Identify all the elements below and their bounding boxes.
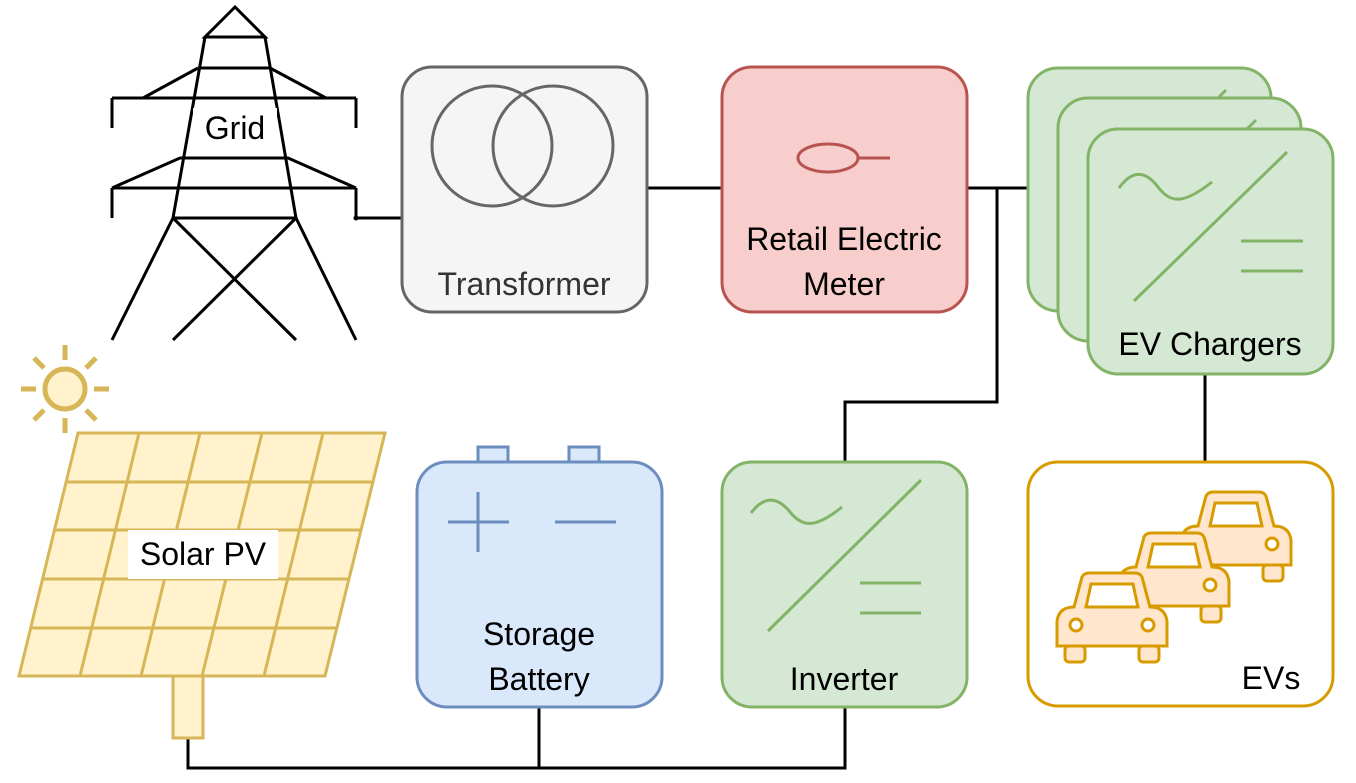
- transformer-box: [400, 65, 649, 314]
- ev-chargers-node: EV Chargers: [1026, 66, 1335, 376]
- meter-node: Retail Electric Meter: [720, 65, 969, 314]
- inverter-node: Inverter: [720, 460, 969, 709]
- solar-pv-node: Solar PV: [17, 431, 387, 740]
- solar-pv-label: Solar PV: [140, 536, 267, 572]
- meter-label-line1: Retail Electric: [746, 221, 942, 257]
- meter-box: [720, 65, 969, 314]
- ev-chargers-label: EV Chargers: [1118, 326, 1301, 362]
- grid-tower: Grid: [110, 4, 359, 342]
- evs-label: EVs: [1242, 660, 1301, 696]
- wire-dc-bus: [186, 706, 847, 770]
- inverter-box: [720, 460, 969, 709]
- car-icon: [1117, 531, 1231, 624]
- battery-label-line1: Storage: [483, 616, 595, 652]
- ac-dc-converter-icon: [1117, 150, 1303, 303]
- connection-wires: [186, 186, 1207, 770]
- battery-label-line2: Battery: [488, 661, 589, 697]
- transformer-coils-icon: [430, 84, 615, 208]
- grid-label: Grid: [205, 110, 265, 146]
- transmission-tower-icon: [110, 4, 358, 342]
- charger-card-front: EV Chargers: [1086, 127, 1335, 376]
- inverter-label: Inverter: [790, 661, 899, 697]
- battery-node: Storage Battery: [415, 445, 664, 709]
- car-icon: [1055, 571, 1169, 664]
- battery-plus-minus-icon: [448, 492, 616, 552]
- transformer-label: Transformer: [437, 266, 610, 302]
- transformer-node: Transformer: [400, 65, 649, 314]
- solar-label-bg: [128, 530, 278, 579]
- evs-node: EVs: [1026, 460, 1335, 708]
- wire-meter-inverter: [843, 188, 999, 462]
- solar-panel-post: [171, 674, 205, 740]
- meter-symbol-icon: [796, 142, 890, 174]
- inverter-ac-dc-icon: [749, 478, 923, 633]
- sun-icon: [21, 345, 109, 433]
- grid-label-bg: [193, 108, 277, 148]
- meter-label-line2: Meter: [803, 266, 885, 302]
